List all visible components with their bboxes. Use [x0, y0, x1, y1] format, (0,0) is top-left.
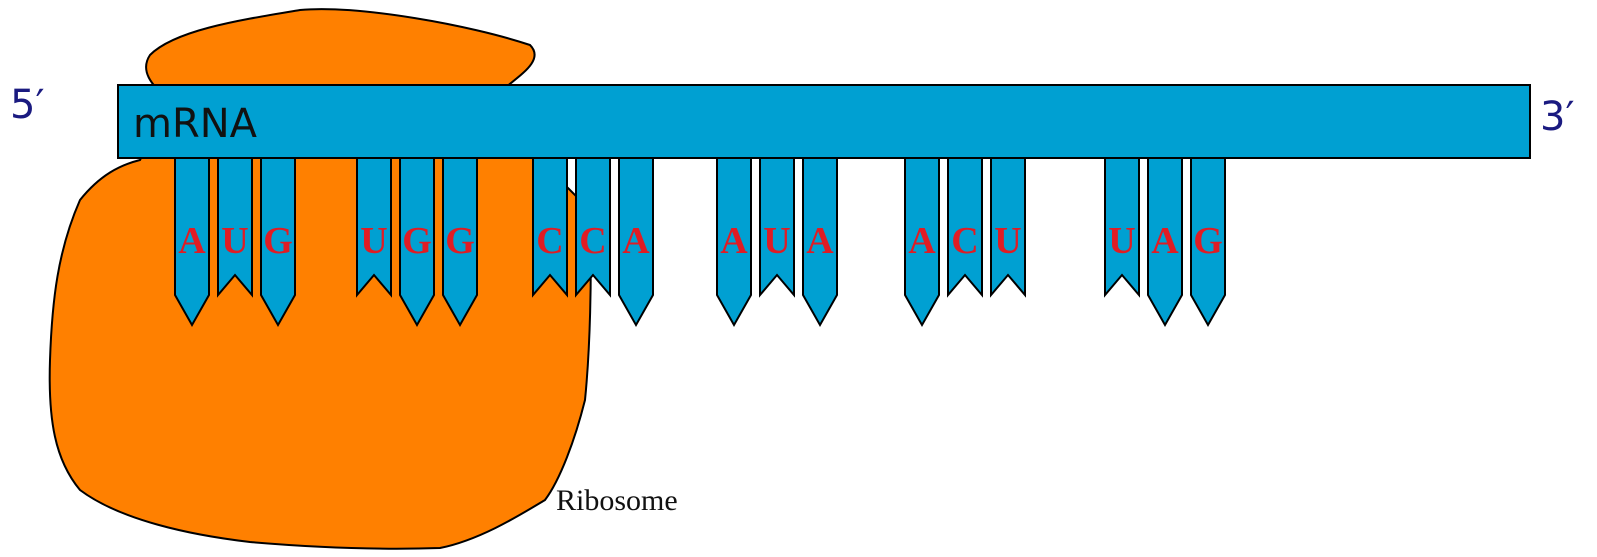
- nucleotide-base-label: G: [402, 220, 432, 262]
- nucleotide-base-label: C: [951, 220, 978, 262]
- ribosome-label: Ribosome: [556, 484, 678, 517]
- nucleotide-base-label: A: [720, 220, 748, 262]
- nucleotide-base-label: U: [994, 220, 1021, 262]
- nucleotide-base-label: C: [536, 220, 563, 262]
- nucleotide-base-label: G: [1193, 220, 1223, 262]
- nucleotide-base-label: U: [360, 220, 387, 262]
- nucleotide-base-label: U: [763, 220, 790, 262]
- five-prime-label: 5′: [10, 82, 45, 128]
- nucleotide-base-label: A: [622, 220, 650, 262]
- nucleotide-base-label: A: [1151, 220, 1179, 262]
- nucleotide-base-label: U: [221, 220, 248, 262]
- nucleotide-base-label: A: [806, 220, 834, 262]
- three-prime-label: 3′: [1540, 94, 1575, 140]
- nucleotide-base-label: A: [908, 220, 936, 262]
- mrna-strand: [118, 85, 1530, 158]
- nucleotide-base-label: A: [178, 220, 206, 262]
- nucleotide-base-label: U: [1108, 220, 1135, 262]
- nucleotide-base-label: G: [445, 220, 475, 262]
- mrna-label: mRNA: [133, 101, 258, 147]
- nucleotide-base-label: G: [263, 220, 293, 262]
- nucleotide-base-label: C: [579, 220, 606, 262]
